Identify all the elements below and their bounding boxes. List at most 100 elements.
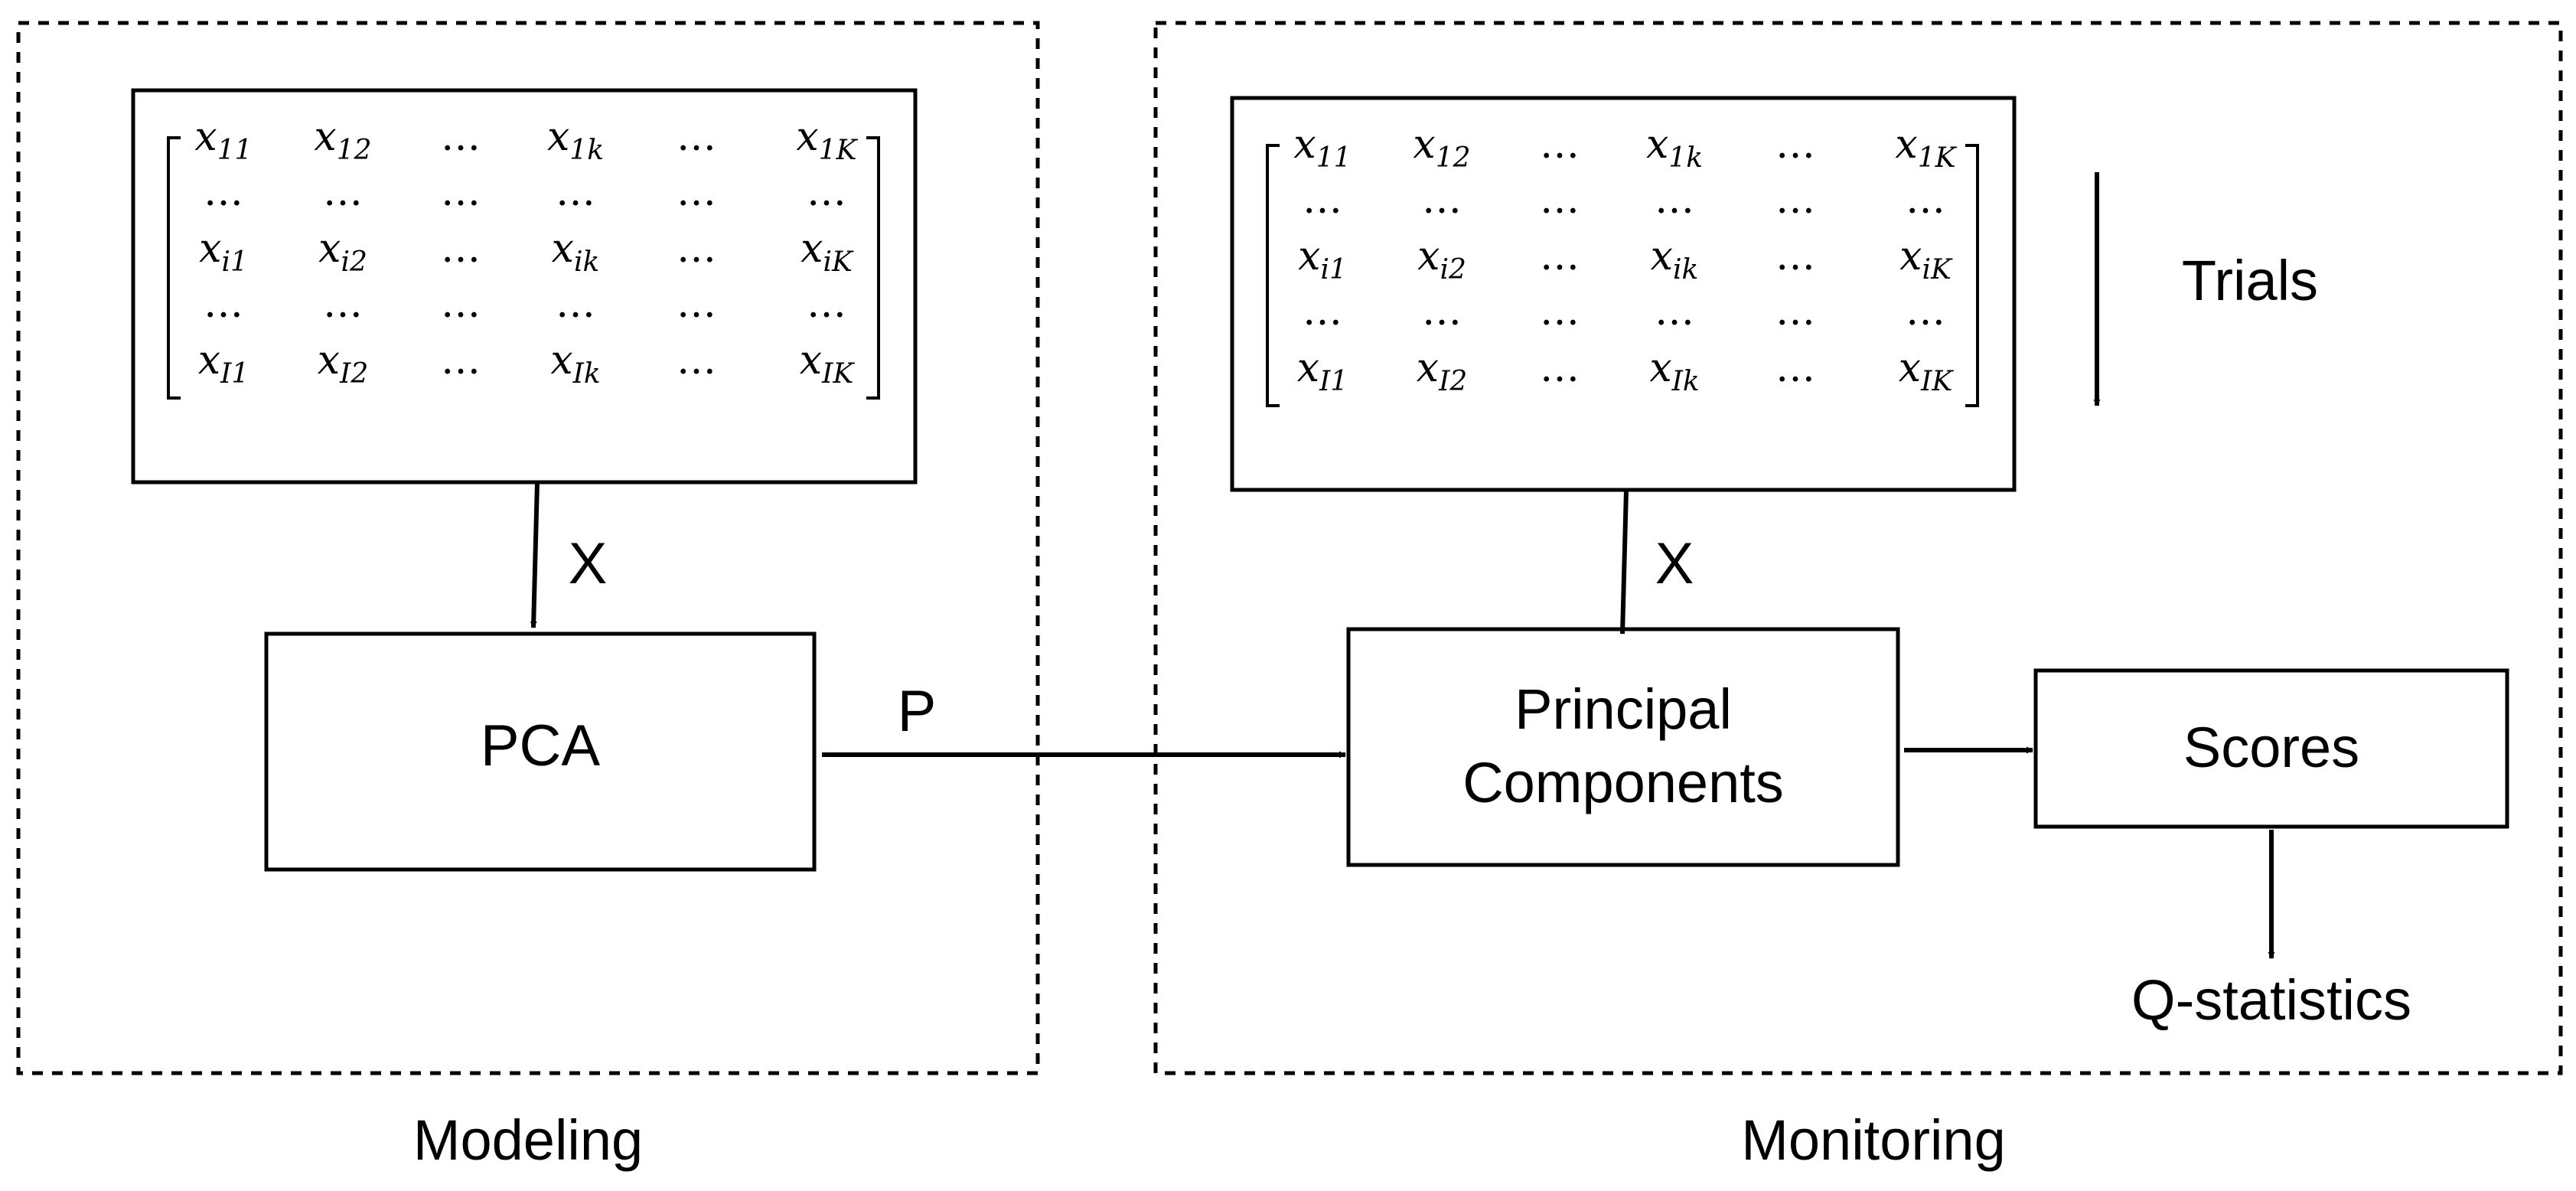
modeling-matrix-cell: …	[677, 338, 716, 383]
matrix-cell-base: …	[1906, 289, 1945, 334]
matrix-cell-base: …	[323, 169, 363, 215]
modeling-matrix-cell: xIK	[800, 338, 856, 390]
matrix-cell-base: …	[677, 169, 716, 215]
modeling-matrix-box	[131, 88, 918, 485]
modeling-matrix-cell: …	[677, 281, 716, 327]
matrix-cell-base: …	[323, 281, 363, 327]
scores-label: Scores	[2183, 716, 2359, 779]
modeling-matrix-cell: …	[204, 169, 243, 215]
monitoring-matrix-cell: …	[1540, 122, 1580, 168]
monitoring-matrix-cell: …	[1422, 177, 1462, 223]
modeling-matrix-cell: xI1	[198, 338, 249, 390]
monitoring-matrix-cell: xIK	[1899, 345, 1955, 397]
modeling-matrix-cell: xik	[552, 226, 600, 278]
matrix-cell-base: …	[1303, 289, 1342, 334]
modeling-matrix-cell: xI2	[318, 338, 368, 390]
monitoring-matrix-box	[1230, 96, 2017, 492]
monitoring-matrix-cell: …	[1303, 177, 1342, 223]
matrix-cell-subscript: 12	[337, 135, 372, 166]
matrix-cell-subscript: 11	[1316, 142, 1352, 174]
monitoring-matrix-cell: xik	[1651, 233, 1699, 286]
matrix-cell-base: x	[1297, 345, 1319, 391]
modeling-matrix-cell: …	[441, 114, 481, 160]
monitoring-matrix-cell: …	[1775, 177, 1815, 223]
matrix-cell-subscript: I1	[1319, 366, 1348, 397]
scores-node	[2033, 668, 2509, 829]
matrix-cell-base: …	[1303, 177, 1342, 223]
x-edge-modeling	[530, 481, 540, 628]
monitoring-matrix-cell: xIk	[1649, 345, 1699, 397]
matrix-cell-base: x	[1649, 345, 1671, 391]
modeling-matrix-cell: xi2	[318, 226, 367, 278]
q-statistics-label: Q-statistics	[2131, 968, 2411, 1032]
matrix-cell-base: …	[1655, 177, 1694, 223]
monitoring-matrix-cell: x1K	[1895, 122, 1957, 174]
matrix-cell-base: x	[198, 338, 220, 383]
matrix-cell-subscript: IK	[821, 358, 855, 390]
matrix-cell-base: …	[1775, 233, 1815, 279]
matrix-cell-subscript: i1	[221, 246, 247, 278]
monitoring-matrix-cell: x11	[1293, 122, 1351, 174]
modeling-matrix-cell: x1K	[796, 114, 858, 166]
monitoring-group	[1153, 21, 2563, 1075]
monitoring-matrix-cell: xI1	[1297, 345, 1348, 397]
matrix-cell-subscript: I2	[339, 358, 368, 390]
modeling-matrix-left-bracket	[167, 136, 181, 400]
matrix-cell-base: …	[441, 169, 481, 215]
matrix-cell-subscript: ik	[1673, 254, 1698, 286]
pca-node	[264, 631, 817, 872]
matrix-cell-base: …	[1775, 177, 1815, 223]
monitoring-matrix-cell: …	[1655, 289, 1694, 334]
monitoring-matrix-cell: …	[1655, 177, 1694, 223]
monitoring-matrix-cell: x1k	[1646, 122, 1703, 174]
modeling-matrix-right-bracket	[866, 136, 880, 400]
modeling-matrix-cell: …	[441, 338, 481, 383]
principal-components-label-line2: Components	[1462, 751, 1784, 814]
monitoring-label: Monitoring	[1741, 1108, 2006, 1172]
matrix-cell-base: …	[441, 226, 481, 272]
matrix-cell-base: …	[677, 281, 716, 327]
matrix-cell-subscript: i2	[341, 246, 367, 278]
matrix-cell-base: …	[441, 281, 481, 327]
matrix-cell-base: x	[1899, 345, 1921, 391]
matrix-cell-base: x	[547, 114, 569, 160]
principal-components-node	[1346, 627, 1900, 867]
modeling-matrix-cell: …	[556, 281, 595, 327]
matrix-cell-subscript: 1k	[1668, 142, 1703, 174]
monitoring-matrix-cell: …	[1775, 345, 1815, 391]
principal-components-label-line1: Principal	[1515, 677, 1732, 741]
matrix-cell-base: …	[441, 114, 481, 160]
matrix-cell-base: …	[204, 169, 243, 215]
x-edge-modeling-label: X	[569, 531, 608, 596]
monitoring-matrix-cell: x12	[1413, 122, 1470, 174]
monitoring-matrix-cell: …	[1540, 177, 1580, 223]
modeling-matrix-cell: …	[807, 169, 846, 215]
matrix-cell-base: x	[1646, 122, 1668, 168]
matrix-cell-subscript: I2	[1438, 366, 1467, 397]
modeling-matrix-cell: …	[807, 281, 846, 327]
monitoring-matrix-cell: …	[1422, 289, 1462, 334]
monitoring-matrix-cell: xi2	[1417, 233, 1466, 286]
matrix-cell-base: …	[677, 114, 716, 160]
x-edge-monitoring	[1619, 489, 1629, 635]
matrix-cell-base: …	[204, 281, 243, 327]
matrix-cell-base: …	[1540, 177, 1580, 223]
matrix-cell-subscript: 11	[217, 135, 253, 166]
modeling-matrix-cell: …	[323, 169, 363, 215]
matrix-cell-subscript: 1K	[819, 135, 859, 166]
matrix-cell-base: …	[1906, 177, 1945, 223]
matrix-cell-base: …	[441, 338, 481, 383]
matrix-cell-base: x	[194, 114, 217, 160]
monitoring-matrix-left-bracket	[1266, 144, 1280, 407]
matrix-cell-base: …	[1775, 122, 1815, 168]
matrix-cell-base: …	[677, 226, 716, 272]
modeling-matrix-cell: …	[677, 226, 716, 272]
matrix-cell-subscript: iK	[823, 246, 854, 278]
matrix-cell-subscript: 12	[1436, 142, 1471, 174]
monitoring-matrix-cell: …	[1775, 122, 1815, 168]
p-edge-label: P	[898, 679, 937, 744]
matrix-cell-base: x	[1651, 233, 1673, 279]
matrix-cell-base: x	[550, 338, 572, 383]
